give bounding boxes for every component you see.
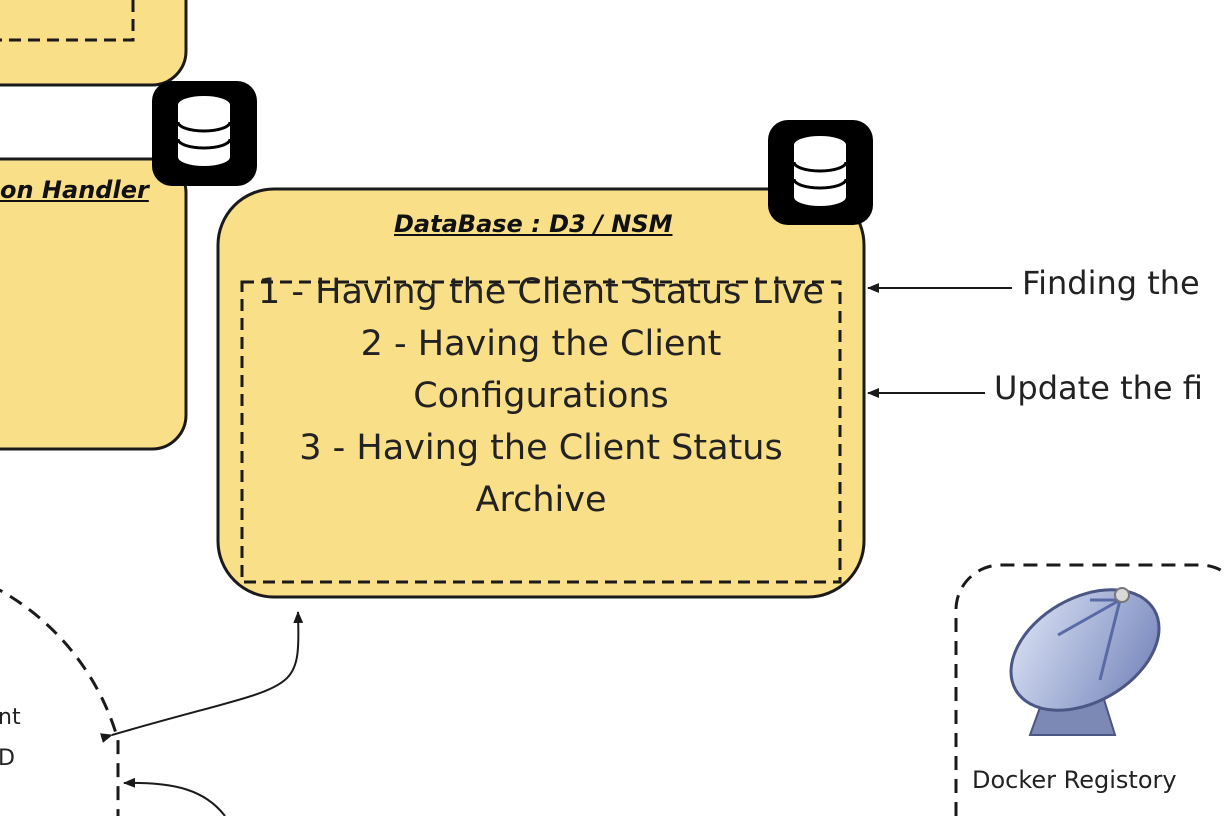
left-circle-label-1: nt [0,705,21,730]
database-line-1: 1 - Having the Client Status Live [257,272,824,312]
docker-registry-label: Docker Registory [972,766,1177,794]
connector-db-to-circle [100,611,304,743]
database-box-title: DataBase : D3 / NSM [394,210,673,238]
satellite-dish-icon [1009,587,1161,736]
database-box[interactable] [216,187,866,599]
handler-box[interactable] [0,157,188,451]
connector-circle-lower [123,777,226,816]
database-line-3: Configurations [413,376,669,416]
label-finding: Finding the [1022,264,1200,302]
database-box-lines: 1 - Having the Client Status Live 2 - Ha… [242,266,840,526]
left-circle-label-2: D [0,746,15,771]
database-icon [768,120,873,225]
handler-box-title: on Handler [0,176,149,204]
handler-database-icon [152,81,257,186]
registry-box[interactable] [954,563,1224,816]
label-update: Update the fi [994,369,1203,407]
top-box[interactable] [0,0,188,87]
left-circle[interactable] [0,585,120,816]
database-line-4: 3 - Having the Client Status [299,428,783,468]
database-line-5: Archive [475,480,607,520]
database-line-2: 2 - Having the Client [360,324,722,364]
